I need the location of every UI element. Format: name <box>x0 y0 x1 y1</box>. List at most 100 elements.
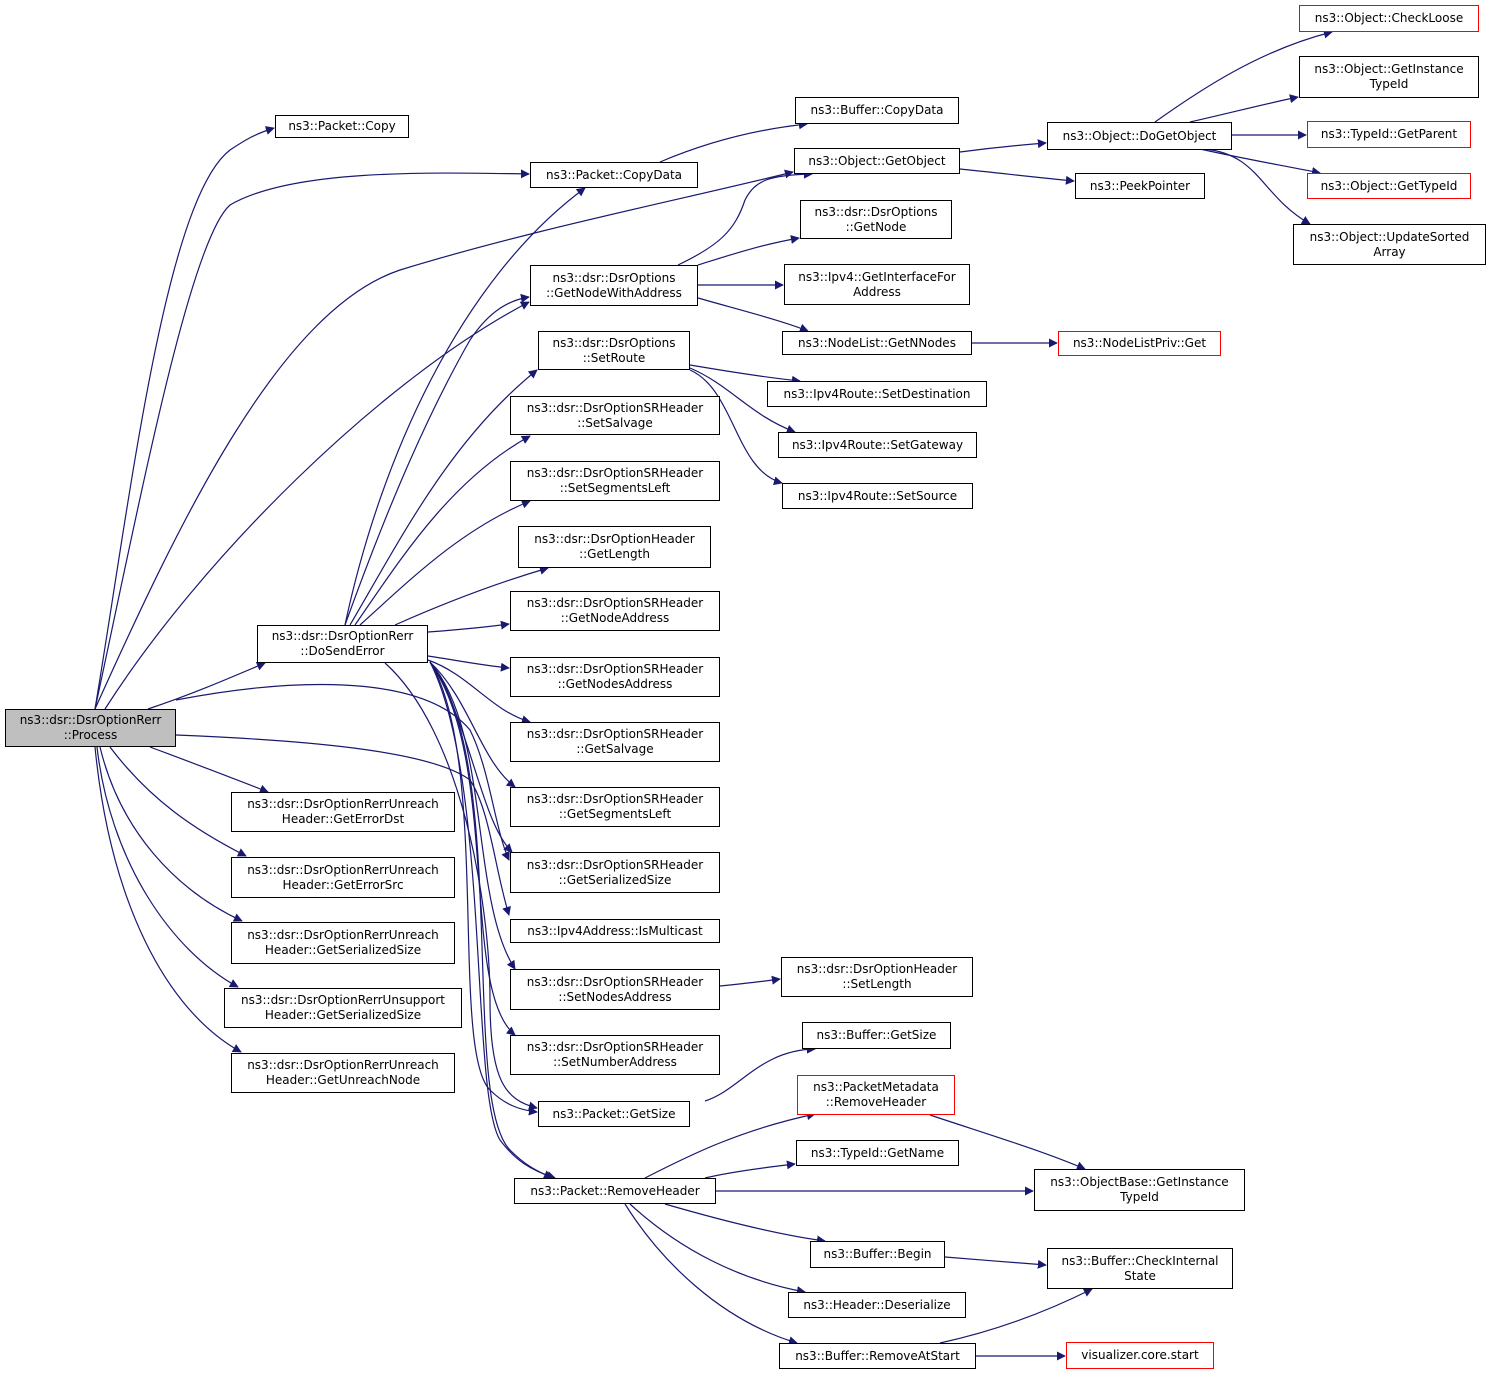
edge-object-dogetobject-to-object-gettypeid <box>1199 148 1321 176</box>
node-dosenderror[interactable]: ns3::dsr::DsrOptionRerr::DoSendError <box>257 625 428 663</box>
edge-packetmetadata-removeheader-to-objectbase-getinstancetypeid <box>929 1114 1086 1170</box>
node-dsroptions-getnodewithaddress[interactable]: ns3::dsr::DsrOptions::GetNodeWithAddress <box>530 265 698 306</box>
edge-object-getobject-to-peekpointer <box>959 168 1075 185</box>
edge-object-dogetobject-to-object-updatesortedarray <box>1204 148 1311 225</box>
node-label-line: ns3::TypeId::GetParent <box>1320 127 1458 141</box>
node-buffer-copydata[interactable]: ns3::Buffer::CopyData <box>795 97 959 124</box>
edge-root-to-unreach-getserializedsize <box>99 746 243 922</box>
node-label-line: Array <box>1373 244 1406 259</box>
node-ipv4route-setdestination[interactable]: ns3::Ipv4Route::SetDestination <box>767 381 987 407</box>
node-label-line: ns3::Buffer::GetSize <box>816 1028 937 1042</box>
node-label-line: ::GetSerializedSize <box>558 872 672 887</box>
node-typeid-getname[interactable]: ns3::TypeId::GetName <box>796 1140 959 1166</box>
node-peekpointer[interactable]: ns3::PeekPointer <box>1075 173 1205 199</box>
node-label-line: ::GetNode <box>845 219 907 234</box>
node-sr-getnodeaddress[interactable]: ns3::dsr::DsrOptionSRHeader::GetNodeAddr… <box>510 591 720 631</box>
node-label-line: ::SetLength <box>842 977 912 991</box>
node-packet-getsize[interactable]: ns3::Packet::GetSize <box>538 1101 690 1127</box>
node-packet-copy[interactable]: ns3::Packet::Copy <box>275 115 409 138</box>
edge-root-to-dosenderror <box>147 662 266 710</box>
node-label-line: ::GetNodeWithAddress <box>546 285 682 300</box>
edge-packet-copydata-to-buffer-copydata <box>659 120 808 163</box>
node-label-line: ns3::dsr::DsrOptions <box>552 335 676 350</box>
edge-root-to-ipv4address-ismulticast <box>175 734 511 916</box>
node-sr-setnumberaddress[interactable]: ns3::dsr::DsrOptionSRHeader::SetNumberAd… <box>510 1035 720 1075</box>
node-label-line: TypeId <box>1369 77 1409 91</box>
edge-packet-removeheader-to-packetmetadata-removeheader <box>644 1111 816 1179</box>
edge-packet-removeheader-to-header-deserialize <box>629 1203 806 1295</box>
node-label-line: ns3::dsr::DsrOptionRerrUnreach <box>247 1058 439 1072</box>
node-sr-setnodesaddress[interactable]: ns3::dsr::DsrOptionSRHeader::SetNodesAdd… <box>510 969 720 1010</box>
node-object-gettypeid[interactable]: ns3::Object::GetTypeId <box>1307 173 1471 199</box>
node-dsroptions-setroute[interactable]: ns3::dsr::DsrOptions::SetRoute <box>538 331 690 370</box>
node-label-line: Address <box>853 284 901 299</box>
node-buffer-begin[interactable]: ns3::Buffer::Begin <box>810 1241 945 1268</box>
node-ipv4route-setgateway[interactable]: ns3::Ipv4Route::SetGateway <box>778 432 977 458</box>
node-object-dogetobject[interactable]: ns3::Object::DoGetObject <box>1047 122 1232 150</box>
node-nodelistpriv-get[interactable]: ns3::NodeListPriv::Get <box>1058 331 1221 356</box>
node-label-line: ::SetNumberAddress <box>553 1055 677 1069</box>
node-sr-getsalvage[interactable]: ns3::dsr::DsrOptionSRHeader::GetSalvage <box>510 722 720 762</box>
node-sr-getsegmentsleft[interactable]: ns3::dsr::DsrOptionSRHeader::GetSegments… <box>510 787 720 827</box>
node-label-line: ns3::Buffer::RemoveAtStart <box>795 1348 960 1363</box>
node-label-line: ns3::dsr::DsrOptionRerrUnreach <box>247 862 439 877</box>
node-label-line: ns3::dsr::DsrOptionSRHeader <box>526 466 704 480</box>
node-label-line: ::GetLength <box>579 547 650 561</box>
node-packetmetadata-removeheader[interactable]: ns3::PacketMetadata::RemoveHeader <box>797 1075 955 1115</box>
edge-dosenderror-to-sr-setsegmentsleft <box>359 499 531 626</box>
node-label-line: ::RemoveHeader <box>825 1095 927 1109</box>
node-label-line: ::GetNodesAddress <box>557 677 673 691</box>
edge-object-getobject-to-object-dogetobject <box>959 139 1047 153</box>
node-label-line: ns3::dsr::DsrOptionSRHeader <box>526 792 704 806</box>
node-packet-copydata[interactable]: ns3::Packet::CopyData <box>530 162 698 188</box>
node-sr-setsalvage[interactable]: ns3::dsr::DsrOptionSRHeader::SetSalvage <box>510 396 720 435</box>
node-visualizer-core-start[interactable]: visualizer.core.start <box>1066 1342 1214 1369</box>
node-packet-removeheader[interactable]: ns3::Packet::RemoveHeader <box>514 1178 716 1204</box>
node-sr-getnodesaddress[interactable]: ns3::dsr::DsrOptionSRHeader::GetNodesAdd… <box>510 657 720 697</box>
node-label-line: ::GetSalvage <box>576 742 654 756</box>
node-dsroptions-getnode[interactable]: ns3::dsr::DsrOptions::GetNode <box>800 200 952 239</box>
node-sr-setsegmentsleft[interactable]: ns3::dsr::DsrOptionSRHeader::SetSegments… <box>510 461 720 501</box>
node-buffer-removeatstart[interactable]: ns3::Buffer::RemoveAtStart <box>779 1343 976 1369</box>
node-ipv4route-setsource[interactable]: ns3::Ipv4Route::SetSource <box>782 483 973 509</box>
node-object-checkloose[interactable]: ns3::Object::CheckLoose <box>1299 5 1479 32</box>
edge-root-to-object-getobject <box>94 169 794 710</box>
node-dsroptionheader-setlength[interactable]: ns3::dsr::DsrOptionHeader::SetLength <box>781 957 973 997</box>
node-ipv4address-ismulticast[interactable]: ns3::Ipv4Address::IsMulticast <box>510 919 720 943</box>
edge-dosenderror-to-sr-getnodesaddress <box>427 655 510 672</box>
edge-packet-removeheader-to-typeid-getname <box>704 1160 796 1179</box>
edge-sr-setnodesaddress-to-dsroptionheader-setlength <box>719 975 781 987</box>
node-label-line: ns3::Packet::Copy <box>288 119 396 133</box>
node-label-line: ns3::Ipv4Address::IsMulticast <box>527 923 703 938</box>
node-label-line: ns3::dsr::DsrOptionSRHeader <box>526 974 704 989</box>
edge-dosenderror-to-sr-setnumberaddress <box>429 661 516 1036</box>
node-label-line: ::SetNodesAddress <box>558 989 672 1004</box>
node-label-line: ns3::PacketMetadata <box>813 1080 939 1094</box>
node-dsroptionheader-getlength[interactable]: ns3::dsr::DsrOptionHeader::GetLength <box>518 526 711 568</box>
node-header-deserialize[interactable]: ns3::Header::Deserialize <box>788 1292 966 1318</box>
node-label-line: ns3::Header::Deserialize <box>803 1297 951 1312</box>
node-label-line: ns3::Ipv4Route::SetDestination <box>783 386 971 401</box>
edge-dsroptions-getnodewithaddress-to-nodelist-getnnodes <box>697 297 809 333</box>
node-nodelist-getnnodes[interactable]: ns3::NodeList::GetNNodes <box>782 331 972 355</box>
node-typeid-getparent[interactable]: ns3::TypeId::GetParent <box>1307 121 1471 148</box>
node-sr-getserializedsize[interactable]: ns3::dsr::DsrOptionSRHeader::GetSerializ… <box>510 852 720 893</box>
edge-packet-removeheader-to-buffer-begin <box>664 1203 826 1245</box>
node-label-line: ::DoSendError <box>300 644 385 658</box>
edge-dosenderror-to-packet-removeheader <box>429 661 553 1179</box>
node-object-getobject[interactable]: ns3::Object::GetObject <box>794 148 960 174</box>
node-label-line: ns3::dsr::DsrOptionSRHeader <box>526 727 704 741</box>
node-label-line: ::Process <box>63 728 118 742</box>
node-label-line: ns3::dsr::DsrOptionSRHeader <box>526 1040 704 1054</box>
node-buffer-getsize[interactable]: ns3::Buffer::GetSize <box>802 1022 951 1049</box>
